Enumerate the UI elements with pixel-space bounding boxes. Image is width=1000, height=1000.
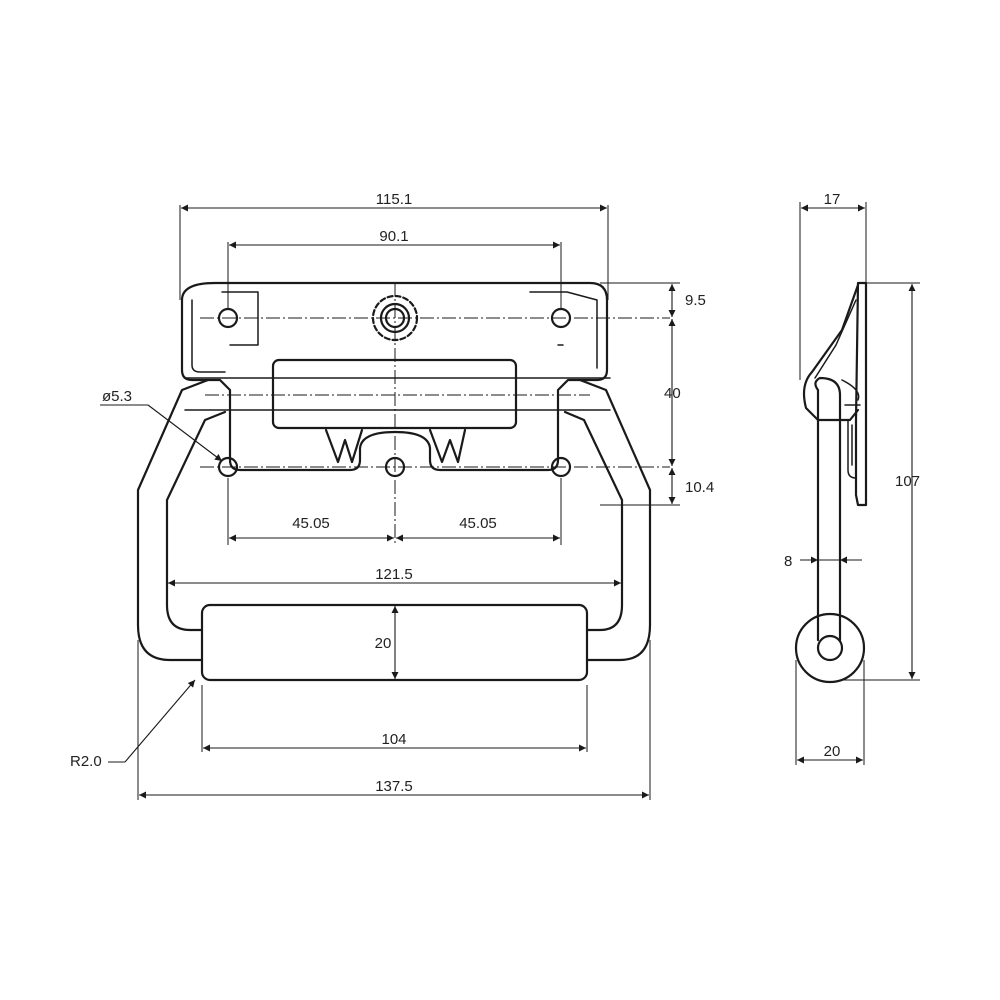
plate-inner-edge <box>221 291 598 369</box>
side-base-outer <box>794 612 866 684</box>
dim-hole-diameter-label: ø5.3 <box>102 388 132 405</box>
dim-side-height-label: 107 <box>895 473 920 490</box>
dim-bend-radius-leader <box>124 679 196 763</box>
side-hinge-detail <box>847 419 857 479</box>
side-dimensions: 17 107 8 20 <box>784 191 920 765</box>
left-tab <box>324 428 364 464</box>
dim-bend-radius-label: R2.0 <box>70 753 102 770</box>
side-bracket-inner <box>814 299 861 406</box>
front-dimensions: 115.1 90.1 9.5 40 10.4 ø5.3 45.05 45.05 … <box>70 191 714 800</box>
dim-wire-diameter-label: 8 <box>784 553 792 570</box>
dim-grip-length-label: 104 <box>381 731 406 748</box>
side-wire-handle <box>814 376 842 642</box>
dim-grip-height-label: 20 <box>375 635 392 652</box>
dim-width-top-label: 115.1 <box>376 191 412 208</box>
dim-half-spacing-left-label: 45.05 <box>292 515 330 532</box>
dim-hole-spacing-top-label: 90.1 <box>379 228 408 245</box>
wire-handle-inner <box>165 410 624 632</box>
dim-hole-diameter-leader <box>147 404 223 462</box>
right-tab <box>428 428 467 464</box>
wire-handle-outer <box>136 378 652 662</box>
dim-side-depth-label: 17 <box>824 191 841 208</box>
plate-left-flange <box>191 299 226 373</box>
dim-side-base-label: 20 <box>824 743 841 760</box>
side-base-inner <box>816 634 844 662</box>
dim-plate-height-label: 40 <box>664 385 681 402</box>
side-bracket <box>802 283 860 422</box>
dim-overall-width-label: 137.5 <box>375 778 413 795</box>
dim-handle-inner-label: 121.5 <box>375 566 413 583</box>
handle-grip <box>200 603 589 682</box>
dim-offset-top-label: 9.5 <box>685 292 706 309</box>
side-view <box>794 281 868 684</box>
front-view <box>136 281 670 682</box>
dim-offset-bottom-label: 10.4 <box>685 479 714 496</box>
dim-half-spacing-right-label: 45.05 <box>459 515 497 532</box>
